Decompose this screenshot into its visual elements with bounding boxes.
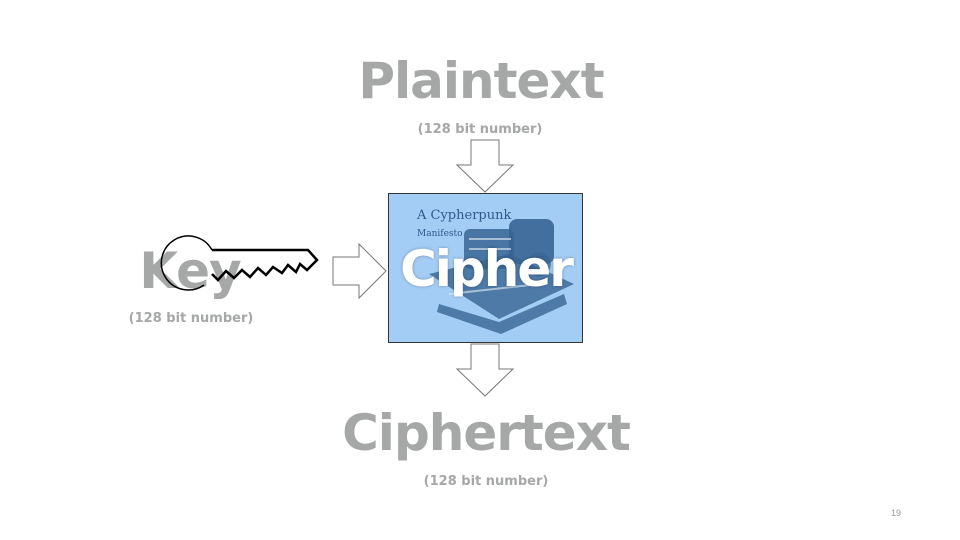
plaintext-title: Plaintext — [358, 52, 604, 110]
cipher-title: Cipher — [400, 240, 574, 298]
key-icon — [160, 235, 319, 291]
plaintext-subtitle: (128 bit number) — [417, 122, 543, 137]
cipher-box: A Cypherpunk Manifesto — [388, 193, 583, 343]
key-subtitle: (128 bit number) — [128, 311, 254, 326]
down-arrow-top — [456, 139, 515, 193]
right-arrow — [332, 243, 387, 300]
image-caption-line1: A Cypherpunk — [417, 208, 512, 223]
ciphertext-title: Ciphertext — [342, 404, 631, 462]
image-caption-line2: Manifesto — [417, 229, 463, 239]
typewriter-image — [429, 219, 574, 334]
page-number: 19 — [891, 508, 902, 518]
ciphertext-subtitle: (128 bit number) — [423, 474, 549, 489]
down-arrow-bottom — [456, 343, 515, 397]
